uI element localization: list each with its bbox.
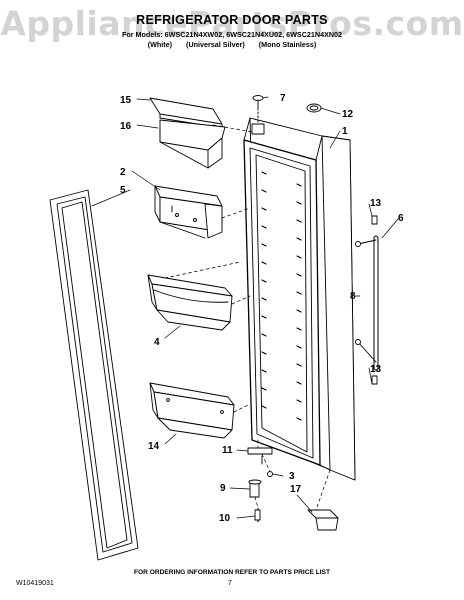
callout-2: 2: [120, 167, 126, 178]
large-door-bin: [147, 274, 233, 331]
document-number: W10419031: [16, 580, 54, 587]
small-door-bin: [154, 185, 223, 239]
door-handle: [355, 215, 379, 385]
callout-13-bottom: 13: [370, 364, 382, 375]
callout-3: 3: [289, 471, 295, 482]
color-variants: (White) (Universal Silver) (Mono Stainle…: [0, 40, 464, 49]
callout-14: 14: [148, 441, 160, 452]
callout-16: 16: [120, 121, 132, 132]
callout-leader-lines: [91, 96, 399, 519]
callout-12: 12: [342, 109, 354, 120]
ordering-note: FOR ORDERING INFORMATION REFER TO PARTS …: [134, 569, 330, 576]
diagram-title: REFRIGERATOR DOOR PARTS: [136, 13, 328, 27]
callout-9: 9: [220, 483, 226, 494]
callout-4: 4: [154, 337, 160, 348]
callout-17: 17: [290, 484, 302, 495]
color-white: (White): [147, 40, 173, 49]
watermark-text: AppliancePartsPros.com: [0, 4, 464, 43]
callout-1: 1: [342, 126, 348, 137]
lower-door-bin: [149, 382, 235, 439]
dairy-shelf: [159, 119, 226, 169]
callout-7: 7: [280, 93, 286, 104]
callout-numbers: 15 16 2 5 4 14 7 12 1 13 6 8 13 11 3 9 1…: [120, 93, 404, 524]
model-numbers: For Models: 6WSC21N4XW02, 6WSC21N4XU02, …: [121, 30, 343, 39]
color-mono-stainless: (Mono Stainless): [258, 40, 317, 49]
page-number: 7: [228, 580, 232, 587]
callout-13-top: 13: [370, 198, 382, 209]
door-shelf-rail-dashes: [261, 171, 302, 421]
callout-11: 11: [222, 445, 233, 456]
hinge-plug: [306, 103, 322, 113]
hinge-screw: [252, 95, 264, 123]
door-panel: [243, 117, 356, 481]
callout-6: 6: [398, 213, 404, 224]
callout-15: 15: [120, 95, 132, 106]
door-gasket: [49, 189, 139, 561]
bottom-hinge-assembly: [247, 447, 339, 531]
color-universal-silver: (Universal Silver): [186, 40, 245, 49]
callout-10: 10: [219, 513, 231, 524]
callout-8: 8: [350, 291, 356, 302]
callout-5: 5: [120, 185, 126, 196]
assembly-dashed-lines: [164, 124, 331, 511]
top-hinge-bushing: [251, 123, 265, 135]
